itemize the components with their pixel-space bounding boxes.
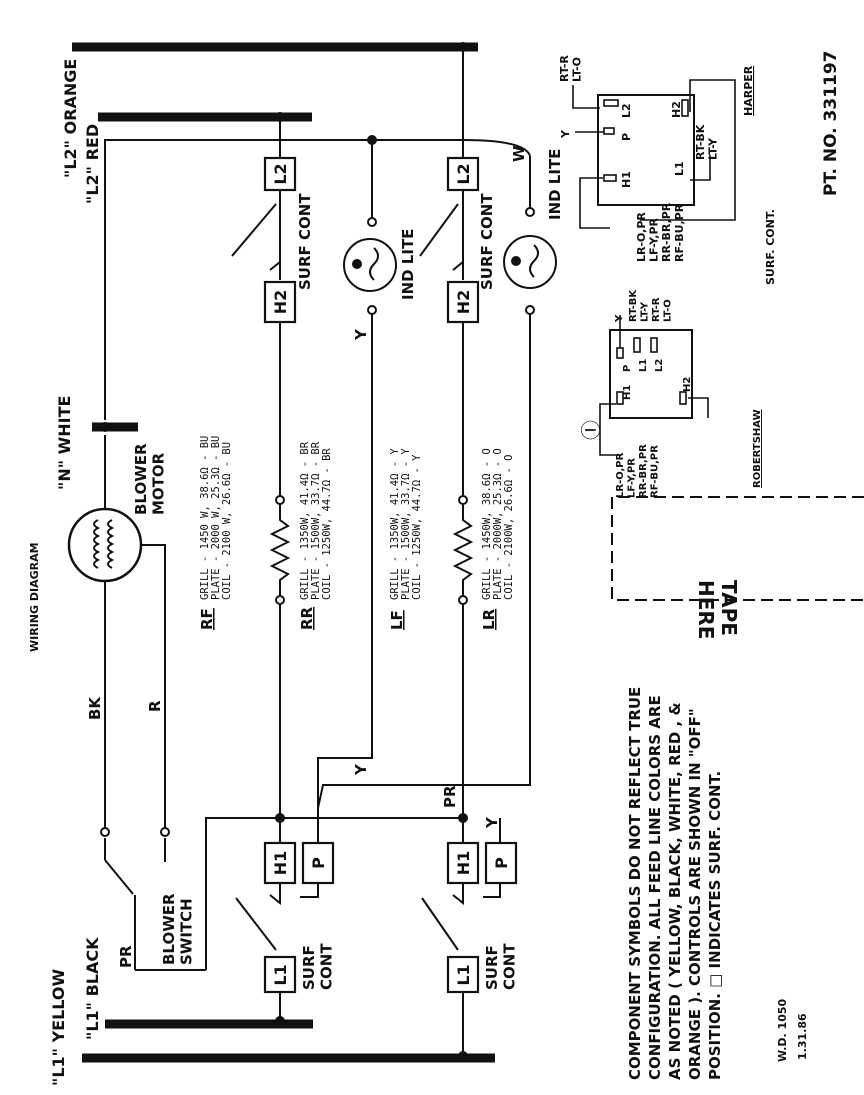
l1-black-label: "L1" BLACK [83,937,102,1040]
robertshaw-bottom-leads: LR-O,PRLF-Y,PRRR-BR,PRRF-BU,PR [615,444,661,498]
y-wire-label-middle: Y [352,763,370,776]
config-note: COMPONENT SYMBOLS DO NOT REFLECT TRUE CO… [626,681,724,1080]
robertshaw-l1-label: L1 [638,359,649,372]
rr-h2-terminal-label: H2 [454,290,473,315]
wires [104,47,531,1054]
terminal-boxes [263,156,518,994]
harper-inset: P L2 H2 H1 L1 Y RT-RLT-O RT-BKLT-Y LR-O,… [558,55,777,285]
diagram-title: WIRING DIAGRAM [28,542,41,652]
junctions [100,42,468,1061]
lf-specs: GRILL - 1350W, 41.4Ω - Y PLATE - 1500W, … [389,442,423,600]
ind-lite-left-label: IND LITE [546,149,564,220]
r-wire-label: R [146,700,164,712]
robertshaw-inset: P L1 L2 H1 H2 Y RT-BKLT-YRT-RLT-O LR-O,P… [579,289,763,498]
rf-p-terminal-label: P [309,857,328,869]
pr-wire-label: PR [441,785,459,808]
tape-here-box: TAPEHERE [611,496,864,639]
blower-motor [67,507,143,583]
harper-bottom-leads: LR-O,PRLF-Y,PRRR-BR,PRRF-BU,PR [635,202,686,262]
lf-code: LF [388,610,406,630]
rf-specs: GRILL - 1450 W, 38.6Ω - BU PLATE - 2000 … [199,429,233,600]
y-wire-label-upper: Y [352,328,370,341]
ind-lite-right-label: IND LITE [399,229,417,300]
robertshaw-symbol: Ⓘ [579,420,603,440]
part-number: PT. NO. 331197 [821,50,841,196]
element-specs: RF GRILL - 1450 W, 38.6Ω - BU PLATE - 20… [198,429,515,630]
drawing-number: W.D. 1050 [776,998,789,1062]
harper-h2-label: H2 [670,101,683,118]
robertshaw-p-label: P [622,365,633,372]
tape-here-label: TAPEHERE [694,580,741,639]
n-white-label: "N" WHITE [55,396,74,490]
ind-lite-right-lamp [343,238,397,292]
rr-specs: GRILL - 1350W, 41.4Ω - BR PLATE - 1500W,… [299,436,333,600]
rf-element-zigzag [269,505,291,597]
robertshaw-y-label: Y [614,314,625,323]
heating-elements [269,505,474,597]
harper-title: HARPER [742,65,755,116]
l2-orange-label: "L2" ORANGE [61,59,80,178]
harper-caption: SURF. CONT. [764,209,777,285]
l1-yellow-label: "L1" YELLOW [49,968,68,1086]
y-wire-label-lower: Y [483,816,501,829]
l2-red-label: "L2" RED [83,124,102,204]
rf-l1-terminal-label: L1 [271,964,290,985]
rr-code: RR [298,606,316,630]
robertshaw-h2-label: H2 [682,377,693,392]
lr-code: LR [480,608,498,630]
harper-right-leads: RT-BKLT-Y [694,124,720,160]
rf-surf-cont-label: SURF CONT [296,193,314,290]
harper-h1-label: H1 [620,171,633,188]
terminals [100,207,535,837]
rf-code: RF [198,608,216,630]
lf-l1-terminal-label: L1 [454,964,473,985]
rf-h2-terminal-label: H2 [271,290,290,315]
ind-lite-left-lamp [503,235,557,289]
rf-lower-surf-cont-label: SURFCONT [300,943,335,990]
harper-l1-label: L1 [673,161,686,176]
harper-p-label: P [620,133,633,141]
bk-wire-label: BK [86,696,104,720]
robertshaw-l2-label: L2 [654,359,665,372]
robertshaw-h1-label: H1 [622,385,633,400]
lf-h1-terminal-label: H1 [454,851,473,876]
pr-switch-label: PR [117,945,135,968]
indicator-lamps [343,235,557,292]
robertshaw-title: ROBERTSHAW [752,409,763,488]
lf-lower-surf-cont-label: SURFCONT [483,943,518,990]
blower-motor-label: BLOWERMOTOR [132,443,167,515]
harper-y-label: Y [559,129,572,139]
rr-l2-terminal-label: L2 [454,163,473,184]
lf-p-terminal-label: P [492,857,511,869]
drawing-date: 1.31.86 [796,1013,809,1060]
lf-element-zigzag [452,505,474,597]
robertshaw-top-leads: RT-BKLT-YRT-RLT-O [628,289,674,322]
w-wire-label: W [510,145,528,162]
blower-switch-label: BLOWERSWITCH [160,893,195,965]
rr-surf-cont-label: SURF CONT [478,193,496,290]
harper-l2-label: L2 [620,103,633,118]
harper-top-leads: RT-RLT-O [558,55,584,82]
rf-l2-terminal-label: L2 [271,163,290,184]
lr-specs: GRILL - 1450W, 38.6Ω - O PLATE - 2000W, … [481,442,515,600]
rf-h1-terminal-label: H1 [271,851,290,876]
